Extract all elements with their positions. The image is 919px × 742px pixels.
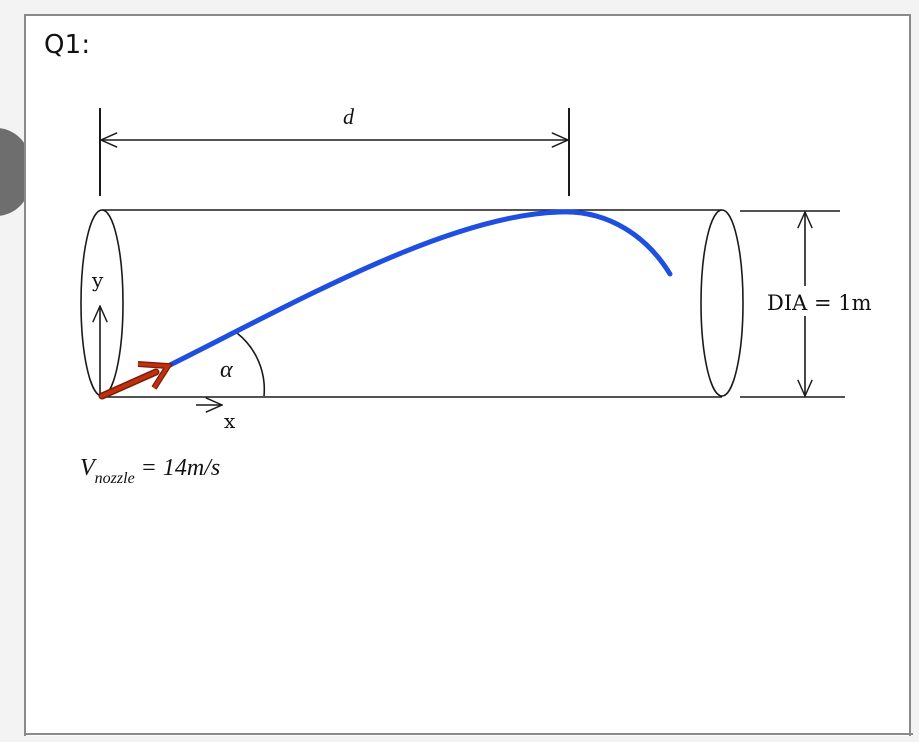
bottom-divider <box>24 733 913 735</box>
x-axis-label: x <box>224 409 236 433</box>
velocity-label: Vnozzle = 14m/s <box>80 455 220 487</box>
angle-arc <box>236 332 266 397</box>
diameter-label: DIA = 1m <box>767 291 872 315</box>
diameter-label-bg <box>762 286 900 316</box>
y-axis-label: y <box>91 268 104 292</box>
water-trajectory <box>165 209 673 369</box>
velocity-symbol: V <box>80 455 97 481</box>
velocity-subscript: nozzle <box>95 470 135 487</box>
question-label: Q1: <box>44 30 91 60</box>
angle-label: α <box>220 357 233 383</box>
velocity-value: = 14m/s <box>141 455 221 481</box>
distance-label: d <box>343 104 355 129</box>
pipe-right-end <box>700 209 744 397</box>
pipe-left-end <box>80 209 124 397</box>
nozzle-velocity-arrow <box>98 361 174 400</box>
